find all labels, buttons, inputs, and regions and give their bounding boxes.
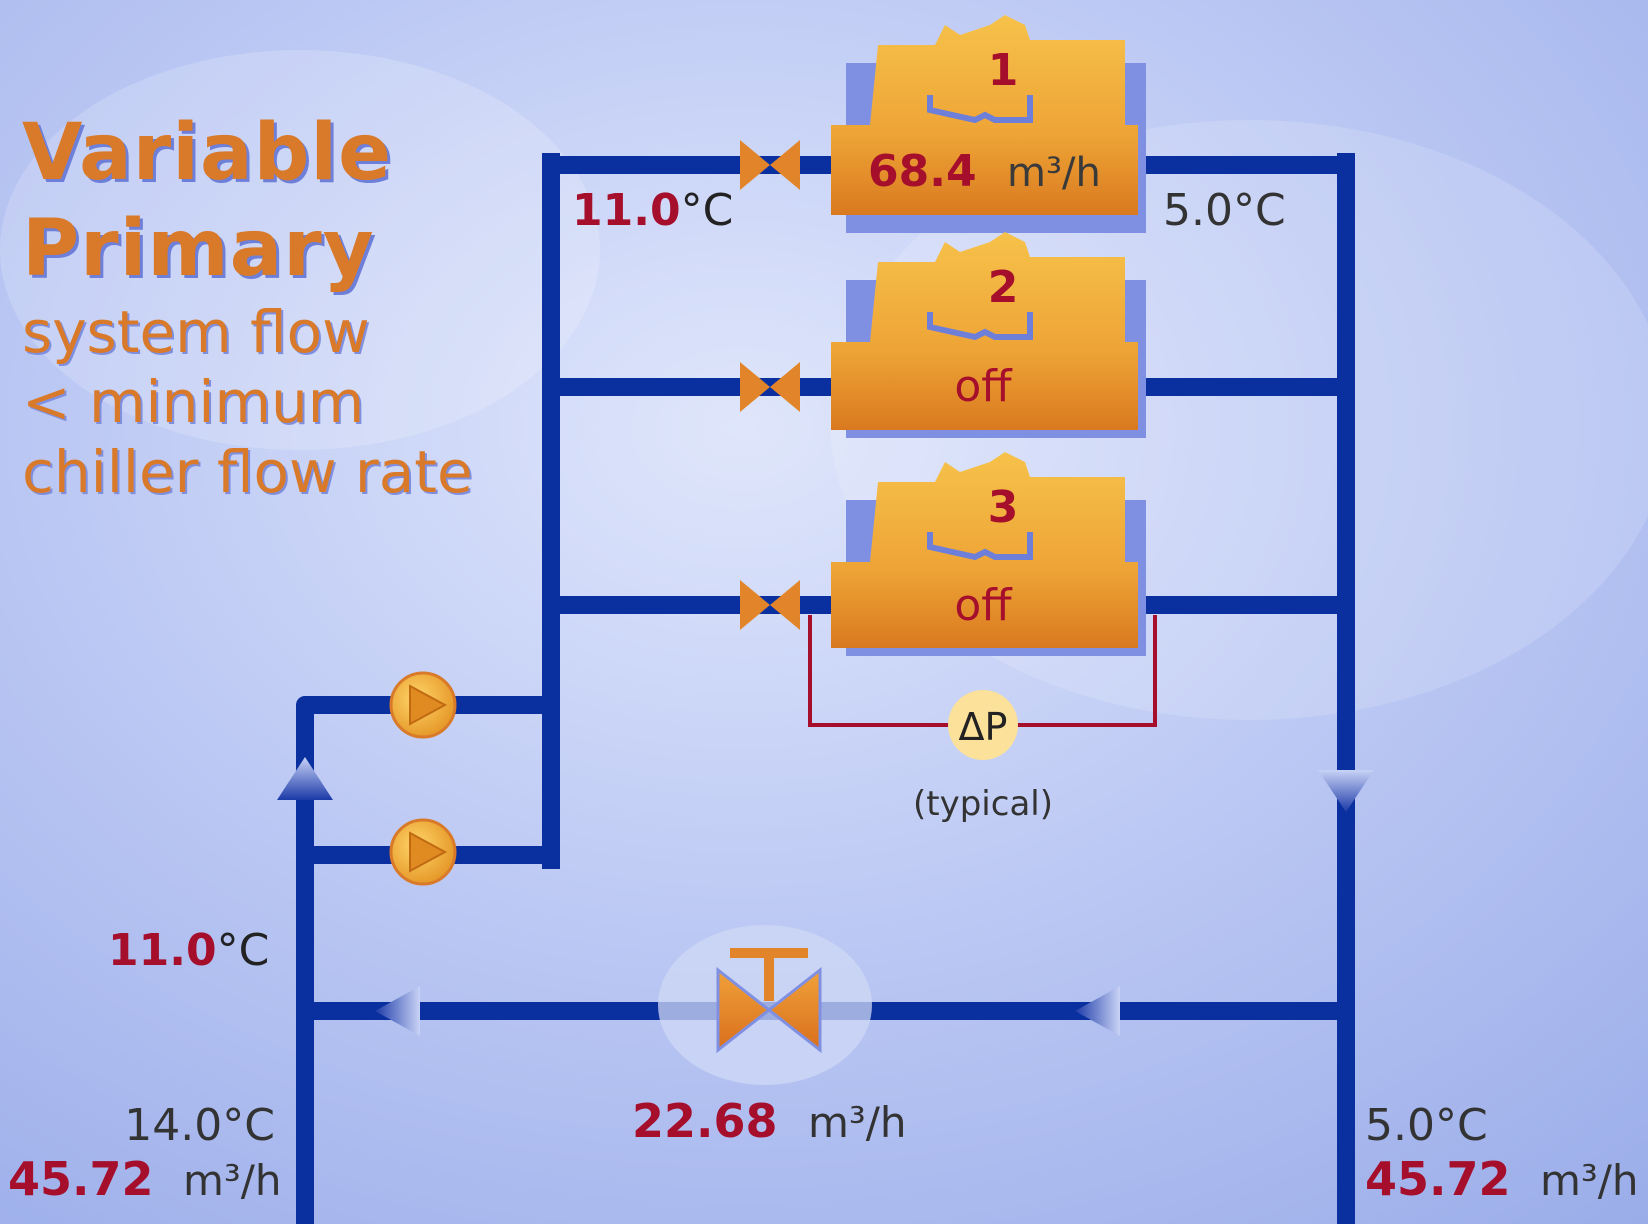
dp-sensor: ΔP (typical) (808, 615, 1157, 824)
isolation-valve-1-icon (740, 140, 800, 190)
return-main-temp: 14.0°C (124, 1100, 275, 1151)
dp-sensor-icon (948, 690, 1018, 760)
title-line-1: Variable (22, 108, 393, 198)
chiller-2-detail (927, 312, 1033, 341)
bypass-flow-unit: m³/h (808, 1098, 907, 1147)
bypass-flow-value: 22.68 (632, 1094, 778, 1148)
pump-1 (389, 671, 457, 739)
pump-upper-pipe (296, 696, 560, 1224)
bypass-valve (658, 925, 872, 1085)
subtitle-line-1: system flow (22, 298, 370, 366)
chiller-3-number: 3 (988, 482, 1019, 533)
isolation-valve-3-icon (740, 580, 800, 630)
subtitle-line-2: < minimum (22, 368, 365, 436)
subtitle-line-3: chiller flow rate (22, 438, 473, 506)
chiller-2-number: 2 (988, 262, 1019, 313)
background-swirl (0, 50, 600, 450)
dp-sensor-note: (typical) (913, 784, 1053, 824)
supply-main-flow-value: 45.72 (1365, 1152, 1511, 1206)
dp-sensor-label: ΔP (959, 705, 1008, 749)
chiller-1-flow-unit: m³/h (1007, 150, 1101, 196)
supply-main-temp: 5.0°C (1365, 1100, 1488, 1151)
bypass-valve-stem (764, 956, 774, 1001)
pump-1-arrow-icon (409, 684, 448, 726)
return-main-flow-unit: m³/h (183, 1156, 282, 1205)
chiller-3: 3 off (831, 452, 1146, 656)
chiller-3-status: off (954, 580, 1013, 631)
pump-return-temp: 11.0°C (108, 925, 269, 976)
isolation-valve-2-icon (740, 362, 800, 412)
left-flow-arrow-icon (1075, 986, 1120, 1036)
chiller-3-detail (927, 532, 1033, 561)
title-block: Variable Primary system flow < minimum c… (22, 105, 473, 507)
chiller-1-outlet-temp: 5.0°C (1163, 185, 1286, 236)
chiller-1-number: 1 (988, 45, 1019, 96)
pump-2 (389, 818, 457, 886)
chiller-2-status: off (954, 361, 1013, 412)
chiller-1-detail (927, 95, 1033, 124)
left-flow-arrow-icon (375, 986, 420, 1036)
title-line-2: Primary (22, 204, 375, 294)
chiller-1-inlet-temp: 11.0°C (572, 185, 733, 236)
chiller-1-flow-value: 68.4 (868, 146, 977, 197)
down-flow-arrow-icon (1318, 770, 1374, 812)
up-flow-arrow-icon (277, 757, 333, 800)
supply-main-flow-unit: m³/h (1540, 1156, 1639, 1205)
chiller-2: 2 off (831, 232, 1146, 438)
bypass-valve-stem-cap (730, 948, 808, 958)
return-main-flow-value: 45.72 (8, 1152, 154, 1206)
chiller-1: 1 68.4 m³/h (831, 15, 1146, 233)
bypass-valve-icon (716, 966, 822, 1054)
pump-2-arrow-icon (409, 831, 448, 873)
